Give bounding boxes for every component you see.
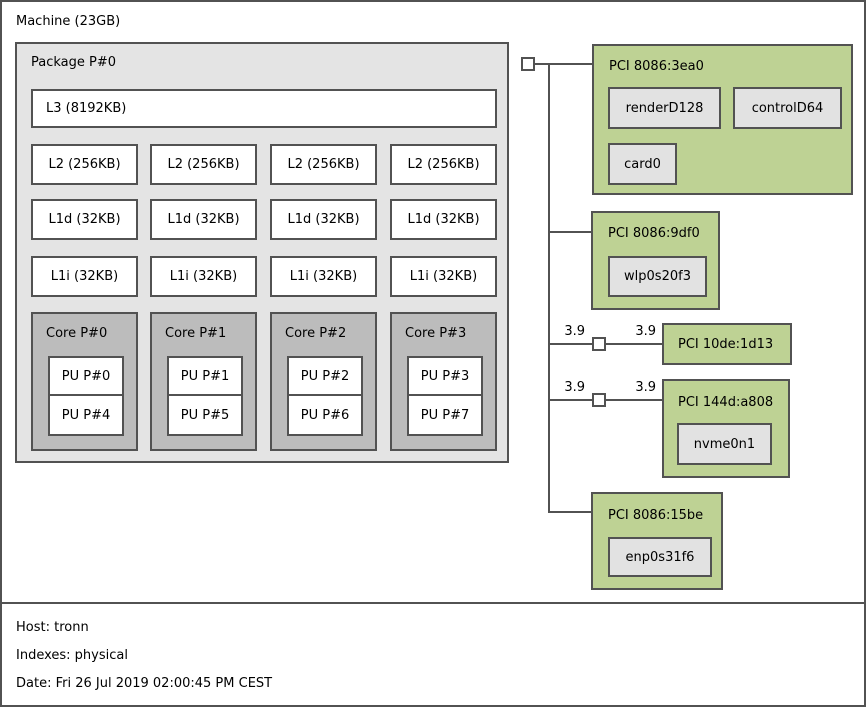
pci-device-label: PCI 8086:3ea0 bbox=[609, 59, 704, 74]
pci-device-box: PCI 8086:15be enp0s31f6 bbox=[591, 492, 723, 590]
pci-trunk-line bbox=[548, 63, 550, 513]
pu-box: PU P#0 bbox=[48, 356, 124, 396]
core-label: Core P#2 bbox=[285, 326, 347, 341]
os-device-box: enp0s31f6 bbox=[608, 537, 712, 577]
legend-host: Host: tronn bbox=[16, 620, 89, 635]
os-device-box: controlD64 bbox=[733, 87, 842, 129]
l2-cache-box: L2 (256KB) bbox=[31, 144, 138, 185]
pu-box: PU P#2 bbox=[287, 356, 363, 396]
pci-device-label: PCI 8086:9df0 bbox=[608, 226, 700, 241]
pci-link-line bbox=[550, 343, 592, 345]
pci-link-line bbox=[606, 343, 662, 345]
pci-device-box: PCI 8086:3ea0 renderD128 controlD64 card… bbox=[592, 44, 853, 195]
pu-box: PU P#5 bbox=[167, 394, 243, 436]
link-speed-label: 3.9 bbox=[564, 324, 585, 339]
l2-cache-box: L2 (256KB) bbox=[390, 144, 497, 185]
os-device-box: renderD128 bbox=[608, 87, 721, 129]
pci-device-box: PCI 8086:9df0 wlp0s20f3 bbox=[591, 211, 720, 310]
core-box: Core P#3 PU P#3 PU P#7 bbox=[390, 312, 497, 451]
pci-device-box: PCI 10de:1d13 bbox=[662, 323, 792, 365]
core-box: Core P#0 PU P#0 PU P#4 bbox=[31, 312, 138, 451]
core-box: Core P#2 PU P#2 PU P#6 bbox=[270, 312, 377, 451]
link-speed-label: 3.9 bbox=[635, 380, 656, 395]
link-speed-label: 3.9 bbox=[564, 380, 585, 395]
l1d-cache-box: L1d (32KB) bbox=[270, 199, 377, 240]
l1i-cache-box: L1i (32KB) bbox=[390, 256, 497, 297]
pu-box: PU P#6 bbox=[287, 394, 363, 436]
pci-link-line bbox=[535, 63, 592, 65]
core-box: Core P#1 PU P#1 PU P#5 bbox=[150, 312, 257, 451]
pcibridge-connector bbox=[592, 337, 606, 351]
pu-box: PU P#3 bbox=[407, 356, 483, 396]
pu-box: PU P#4 bbox=[48, 394, 124, 436]
pci-device-label: PCI 144d:a808 bbox=[678, 395, 774, 410]
legend-indexes: Indexes: physical bbox=[16, 648, 128, 663]
l1i-cache-box: L1i (32KB) bbox=[150, 256, 257, 297]
core-label: Core P#3 bbox=[405, 326, 467, 341]
hostbridge-connector bbox=[521, 57, 535, 71]
pu-box: PU P#7 bbox=[407, 394, 483, 436]
machine-label: Machine (23GB) bbox=[16, 14, 121, 29]
l2-cache-box: L2 (256KB) bbox=[270, 144, 377, 185]
link-speed-label: 3.9 bbox=[635, 324, 656, 339]
pci-device-label: PCI 8086:15be bbox=[608, 508, 704, 523]
pci-link-line bbox=[606, 399, 662, 401]
l2-cache-box: L2 (256KB) bbox=[150, 144, 257, 185]
package-label: Package P#0 bbox=[31, 55, 117, 70]
pci-link-line bbox=[550, 399, 592, 401]
l1d-cache-box: L1d (32KB) bbox=[31, 199, 138, 240]
pu-box: PU P#1 bbox=[167, 356, 243, 396]
l1i-cache-box: L1i (32KB) bbox=[270, 256, 377, 297]
package-box: Package P#0 L3 (8192KB) L2 (256KB) L2 (2… bbox=[15, 42, 509, 463]
core-label: Core P#0 bbox=[46, 326, 108, 341]
l1d-cache-box: L1d (32KB) bbox=[150, 199, 257, 240]
l3-cache-box: L3 (8192KB) bbox=[31, 89, 497, 128]
pci-link-line bbox=[550, 231, 592, 233]
pci-link-line bbox=[550, 511, 592, 513]
pci-device-label: PCI 10de:1d13 bbox=[678, 336, 774, 352]
legend-date: Date: Fri 26 Jul 2019 02:00:45 PM CEST bbox=[16, 676, 273, 691]
pcibridge-connector bbox=[592, 393, 606, 407]
l1d-cache-box: L1d (32KB) bbox=[390, 199, 497, 240]
l1i-cache-box: L1i (32KB) bbox=[31, 256, 138, 297]
pci-device-box: PCI 144d:a808 nvme0n1 bbox=[662, 379, 790, 478]
core-label: Core P#1 bbox=[165, 326, 227, 341]
legend: Host: tronn Indexes: physical Date: Fri … bbox=[2, 602, 864, 705]
os-device-box: nvme0n1 bbox=[677, 423, 772, 465]
os-device-box: wlp0s20f3 bbox=[608, 256, 707, 297]
os-device-box: card0 bbox=[608, 143, 677, 185]
